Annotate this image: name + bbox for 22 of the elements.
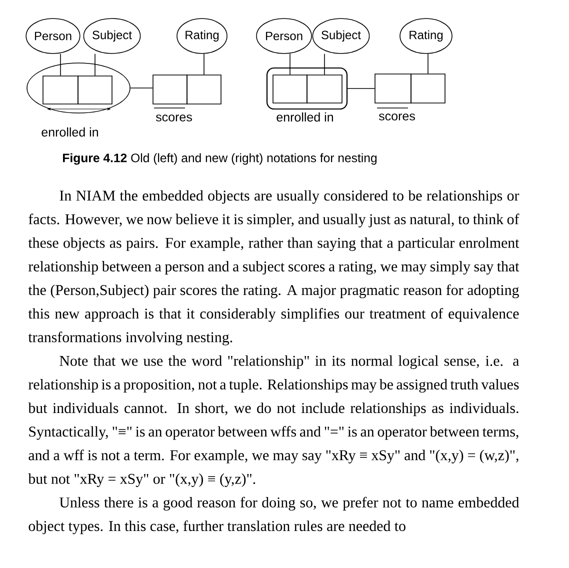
role-box (152, 74, 188, 104)
fact-label: scores (378, 114, 415, 120)
nesting-frame (266, 67, 348, 110)
body-paragraph: Unless there is a good reason for doing so, we prefer not to name embedded object types. In this case, further translation rules are needed to (28, 496, 520, 534)
role-box (272, 74, 308, 104)
connector-line (347, 88, 375, 89)
body-paragraph: Note that we use the word "relationship" in its normal logical sense, i.e. a relationship is a proposition, not a tuple. Relationships may be assigned truth values but individuals cannot. In short, we do not include relationships as individuals. Syntactically, "≡" is an operator between wffs and "=" is an operator between terms, and a wff is not a term. For example, we may say "xRy ≡ xSy" and "(x,y) = (w,z)", but not "xRy = xSy" or "(x,y) ≡ (y,z)". (28, 355, 520, 487)
role-box (42, 76, 78, 104)
connector-line (60, 54, 61, 76)
role-box (374, 74, 412, 104)
role-box (306, 74, 342, 104)
role-box (410, 74, 446, 104)
role-box (78, 76, 112, 104)
body-paragraph: In NIAM the embedded objects are usually considered to be relationships or facts. However, we now believe it is simpler, and usually just as natural, to think of these objects as pairs. For example, rather than saying that a particular enrolment relationship between a person and a subject scores a rating, we may simply say that the (Person,Subject) pair scores the rating. A major pragmatic reason for adopting this new approach is that it considerably simplifies our treatment of equivalence transformations involving nesting. (28, 190, 520, 346)
connector-line (324, 54, 325, 75)
connector-line (94, 54, 96, 76)
fact-label: enrolled in (42, 127, 98, 137)
figure-caption: Figure 4.12 Old (left) and new (right) notations for nesting (63, 153, 377, 165)
fact-label: scores (156, 114, 192, 122)
role-box (186, 74, 222, 104)
nesting-ellipse (26, 62, 130, 114)
fact-label: enrolled in (276, 112, 333, 122)
